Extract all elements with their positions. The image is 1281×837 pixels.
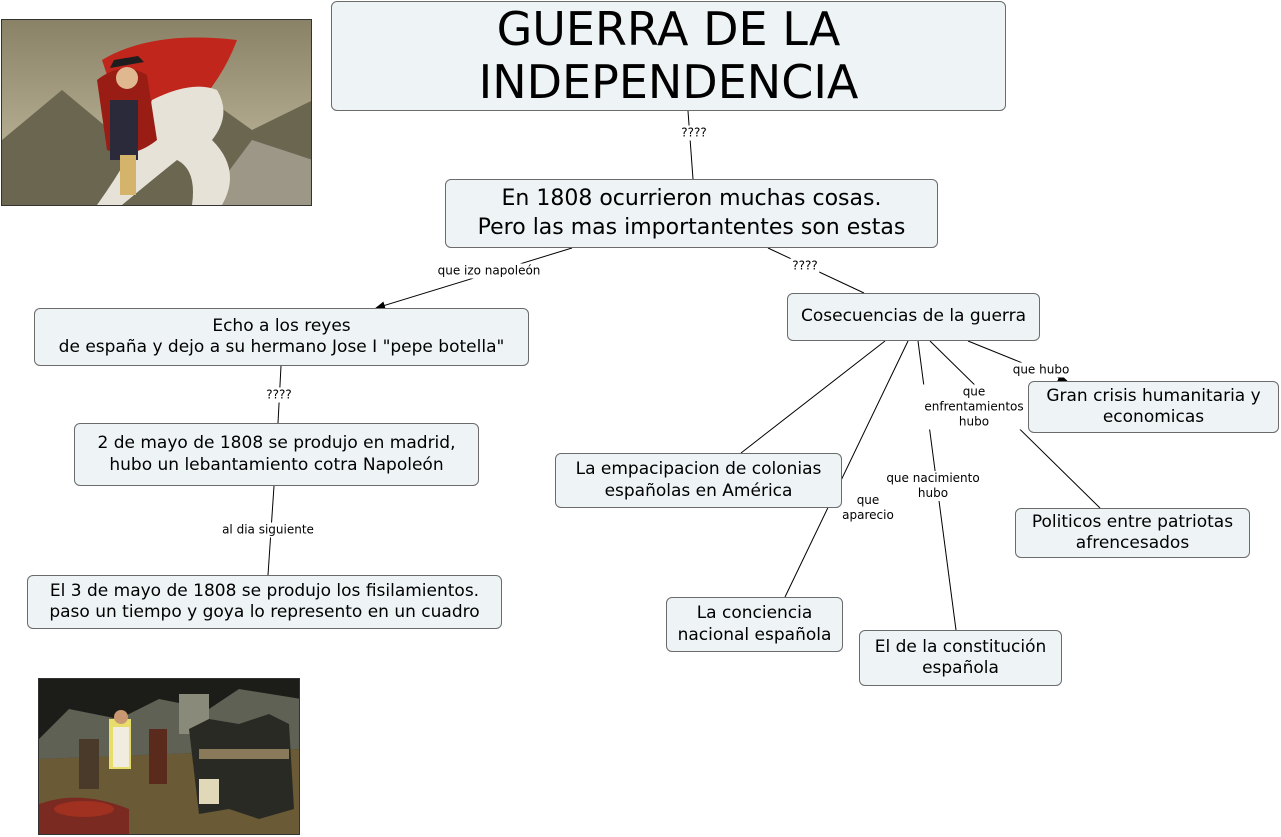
link-title-intro [687, 110, 694, 180]
intro-node[interactable]: En 1808 ocurrieron muchas cosas. Pero la… [445, 179, 938, 248]
consecuencias-node[interactable]: Cosecuencias de la guerra [787, 293, 1040, 341]
dos-mayo-node[interactable]: 2 de mayo de 1808 se produjo en madrid, … [74, 423, 479, 486]
colonias-node[interactable]: La empacipacion de colonias españolas en… [555, 453, 842, 508]
link-label-cons-constitucion: que nacimiento hubo [884, 471, 982, 501]
link-label-intro-reyes: que izo napoleón [435, 263, 543, 279]
tres-de-mayo-painting-image [38, 678, 300, 835]
link-cons-conciencia [784, 340, 909, 598]
conciencia-node[interactable]: La conciencia nacional española [666, 597, 843, 652]
napoleon-painting-image [1, 19, 312, 206]
link-label-reyes-dos-mayo: ???? [264, 387, 294, 403]
title-node[interactable]: GUERRA DE LA INDEPENDENCIA [331, 1, 1006, 111]
crisis-node[interactable]: Gran crisis humanitaria y economicas [1028, 381, 1279, 433]
link-label-cons-conciencia: que aparecio [840, 493, 896, 523]
reyes-node[interactable]: Echo a los reyes de españa y dejo a su h… [34, 308, 529, 366]
link-label-cons-crisis: que hubo [1010, 362, 1072, 378]
link-label-title-intro: ???? [679, 125, 709, 141]
link-label-intro-consecuencias: ???? [790, 258, 820, 274]
link-label-cons-politicos: que enfrentamientos hubo [922, 384, 1026, 430]
constitucion-node[interactable]: El de la constitución española [859, 630, 1062, 686]
link-cons-colonias [740, 340, 886, 454]
tres-mayo-node[interactable]: El 3 de mayo de 1808 se produjo los fisi… [27, 575, 502, 629]
link-label-dos-tres-mayo: al dia siguiente [220, 522, 316, 538]
politicos-node[interactable]: Politicos entre patriotas afrencesados [1015, 508, 1250, 558]
